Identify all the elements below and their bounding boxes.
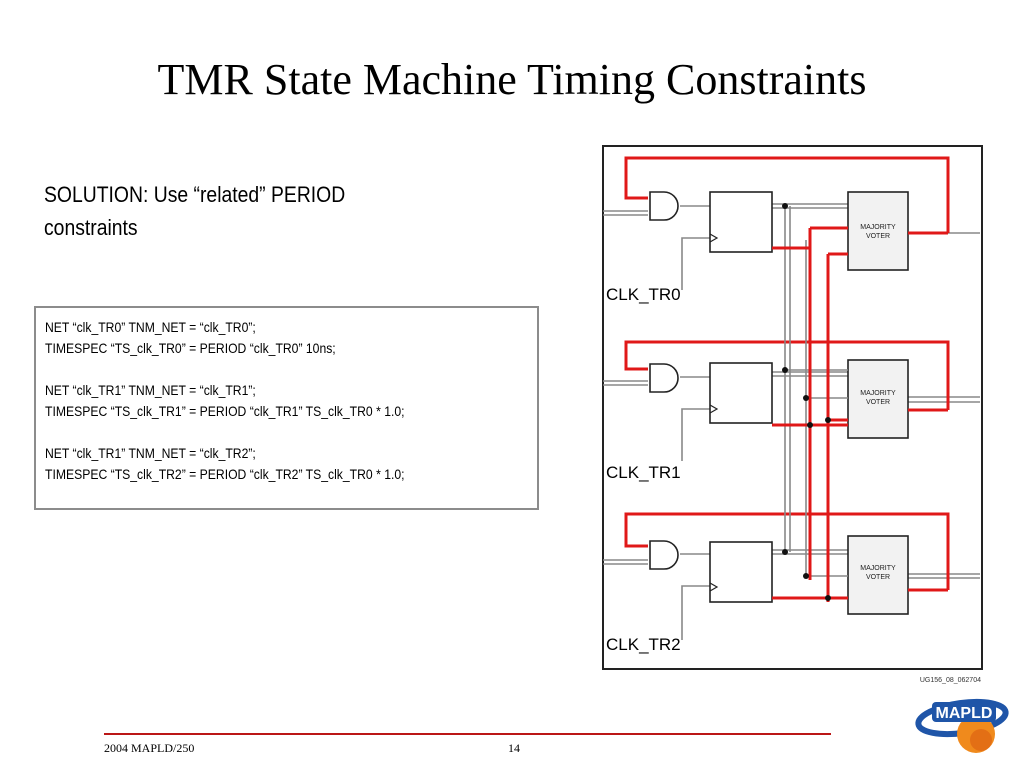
constraints-code-box: NET “clk_TR0” TNM_NET = “clk_TR0”; TIMESP…	[34, 306, 539, 510]
voter-label: VOTER	[866, 399, 890, 406]
clock-label-tr0: CLK_TR0	[606, 285, 681, 304]
code-line: TIMESPEC “TS_clk_TR1” = PERIOD “clk_TR1”…	[45, 403, 405, 419]
footer-text: 2004 MAPLD/250	[104, 741, 195, 755]
logo-banner	[932, 702, 996, 722]
flip-flop	[709, 362, 773, 424]
majority-voter	[847, 191, 909, 271]
slide-title: TMR State Machine Timing Constraints	[157, 55, 867, 104]
flip-flop	[709, 541, 773, 603]
clock-wire	[681, 237, 710, 240]
code-line: TIMESPEC “TS_clk_TR0” = PERIOD “clk_TR0”…	[45, 340, 336, 356]
junction-dot	[825, 417, 831, 423]
voter-label: MAJORITY	[860, 390, 896, 397]
page-number: 14	[508, 741, 520, 755]
majority-voter	[847, 359, 909, 439]
feedback-wire	[624, 340, 950, 410]
code-line: NET “clk_TR0” TNM_NET = “clk_TR0”;	[45, 319, 256, 335]
and-gate	[649, 540, 679, 570]
footer-rule	[104, 733, 831, 735]
flip-flop	[709, 191, 773, 253]
cross-connections	[772, 203, 848, 602]
clock-triangle	[709, 404, 719, 414]
clock-label-tr1: CLK_TR1	[606, 463, 681, 482]
logo-planet-shade	[970, 729, 992, 751]
feedback-wire	[624, 512, 950, 590]
junction-dot	[782, 367, 788, 373]
clock-triangle	[709, 233, 719, 243]
stage-1	[603, 340, 980, 461]
clock-wire	[681, 408, 710, 411]
clock-label-tr2: CLK_TR2	[606, 635, 681, 654]
code-line: TIMESPEC “TS_clk_TR2” = PERIOD “clk_TR2”…	[45, 466, 405, 482]
junction-dot	[807, 422, 813, 428]
clock-triangle	[709, 582, 719, 592]
stage-0	[603, 156, 980, 290]
voter-label: VOTER	[866, 574, 890, 581]
code-line: NET “clk_TR1” TNM_NET = “clk_TR1”;	[45, 382, 256, 398]
solution-text: SOLUTION: Use “related” PERIOD constrain…	[44, 182, 346, 240]
junction-dot	[782, 203, 788, 209]
mapld-logo: MAPLD	[915, 698, 1009, 753]
voter-label: MAJORITY	[860, 565, 896, 572]
and-gate	[649, 191, 679, 221]
junction-dot	[803, 395, 809, 401]
voter-label: VOTER	[866, 233, 890, 240]
majority-voter	[847, 535, 909, 615]
junction-dot	[782, 549, 788, 555]
feedback-wire	[624, 156, 950, 233]
and-gate	[649, 363, 679, 393]
clock-wire	[681, 585, 710, 588]
junction-dot	[825, 595, 831, 601]
junction-dot	[803, 573, 809, 579]
voter-label: MAJORITY	[860, 224, 896, 231]
code-line: NET “clk_TR1” TNM_NET = “clk_TR2”;	[45, 445, 256, 461]
figure-id: UG156_08_062704	[920, 677, 981, 684]
constraints-code: NET “clk_TR0” TNM_NET = “clk_TR0”; TIMESP…	[45, 317, 532, 485]
logo-text: MAPLD	[936, 705, 993, 722]
